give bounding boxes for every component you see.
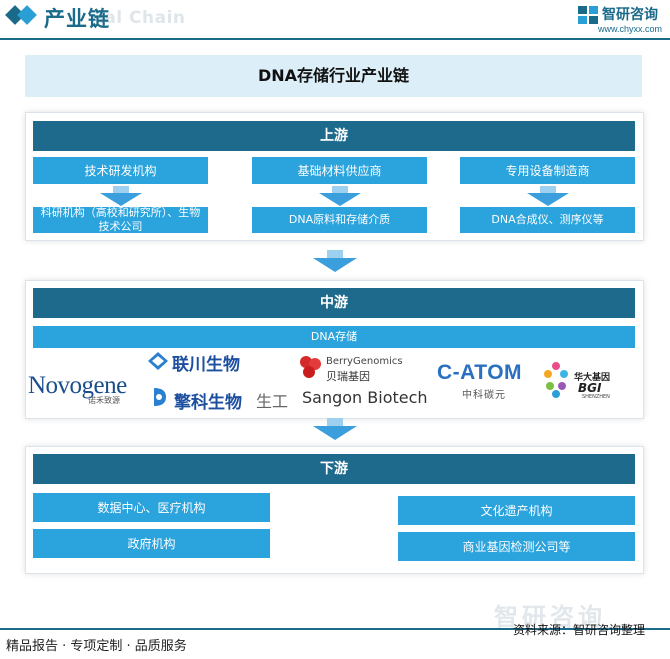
brand-url: www.chyxx.com — [598, 24, 663, 34]
bgi-logo-cn: 华大基因 — [574, 373, 611, 383]
upstream-category-2: 基础材料供应商 — [252, 157, 427, 184]
downstream-band: 下游 — [33, 454, 635, 484]
header-watermark: ial Chain — [98, 8, 186, 28]
upstream-detail-3: DNA合成仪、测序仪等 — [460, 207, 635, 233]
down-arrow-icon — [313, 418, 357, 440]
downstream-item-2: 政府机构 — [33, 529, 270, 558]
down-arrow-icon — [100, 186, 142, 206]
header-divider — [0, 38, 670, 40]
upstream-detail-1: 科研机构（高校和研究所）、生物技术公司 — [33, 206, 208, 233]
brand-name: 智研咨询 — [602, 7, 658, 23]
midstream-band: 中游 — [33, 288, 635, 318]
footer-tagline: 精品报告 · 专项定制 · 品质服务 — [6, 639, 187, 654]
footer-source: 资料来源：智研咨询整理 — [513, 623, 646, 637]
down-arrow-icon — [527, 186, 569, 206]
bgi-logo-sub: SHENZHEN — [582, 394, 610, 400]
midstream-sub-band: DNA存储 — [33, 326, 635, 348]
footer-divider — [0, 628, 670, 630]
berry-genomics-logo-cn: 贝瑞基因 — [326, 370, 370, 383]
qingke-logo: 擎科生物 — [174, 393, 242, 413]
header-title: 产业链 — [44, 7, 110, 31]
upstream-detail-2: DNA原料和存储介质 — [252, 207, 427, 233]
novogene-logo: Novogene — [28, 372, 127, 399]
upstream-band: 上游 — [33, 121, 635, 151]
downstream-item-3: 文化遗产机构 — [398, 496, 635, 525]
sangon-logo-cn: 生工 — [256, 392, 289, 411]
berry-genomics-mark-icon — [300, 356, 321, 378]
catom-logo-sub: 中科碳元 — [462, 390, 506, 401]
downstream-item-4: 商业基因检测公司等 — [398, 532, 635, 561]
novogene-logo-sub: 诺禾致源 — [88, 396, 120, 405]
berry-genomics-logo-en: BerryGenomics — [326, 356, 403, 367]
down-arrow-icon — [313, 250, 357, 272]
bgi-logo: BGI — [578, 381, 602, 395]
catom-logo: C-ATOM — [437, 361, 523, 384]
upstream-category-1: 技术研发机构 — [33, 157, 208, 184]
brand-logo-icon — [578, 6, 598, 24]
main-title-background — [25, 55, 642, 97]
footer-watermark: 智研咨询 — [494, 603, 606, 631]
header-diamond-icon — [17, 5, 37, 25]
bgi-mark-icon — [544, 362, 568, 398]
down-arrow-icon — [319, 186, 361, 206]
downstream-item-1: 数据中心、医疗机构 — [33, 493, 270, 522]
lianchuan-mark-icon — [148, 352, 168, 370]
qingke-mark-icon — [154, 388, 166, 406]
sangon-logo: Sangon Biotech — [302, 388, 428, 407]
upstream-category-3: 专用设备制造商 — [460, 157, 635, 184]
lianchuan-logo: 联川生物 — [172, 355, 240, 375]
main-title: DNA存储行业产业链 — [257, 66, 410, 85]
